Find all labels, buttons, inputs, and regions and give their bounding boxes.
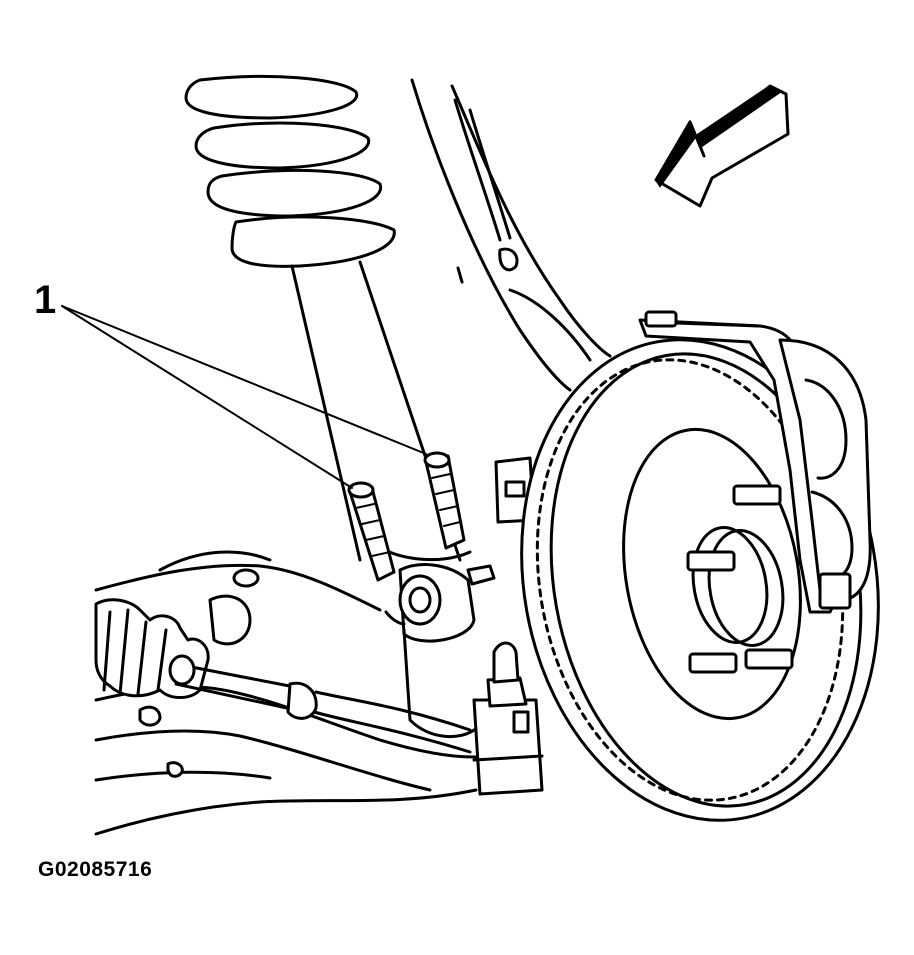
- strut-bracket: [384, 563, 496, 739]
- callout-label-1: 1: [34, 278, 57, 322]
- figure-id: G02085716: [38, 858, 153, 881]
- direction-arrow-icon: [654, 84, 790, 208]
- coil-spring: [184, 74, 396, 268]
- callout-leaders: [61, 305, 427, 489]
- brake-caliper: [638, 310, 872, 614]
- tie-rod-end: [472, 641, 544, 796]
- tie-rod: [168, 654, 472, 754]
- cv-boot: [94, 598, 210, 699]
- strut-bolts: [347, 451, 466, 582]
